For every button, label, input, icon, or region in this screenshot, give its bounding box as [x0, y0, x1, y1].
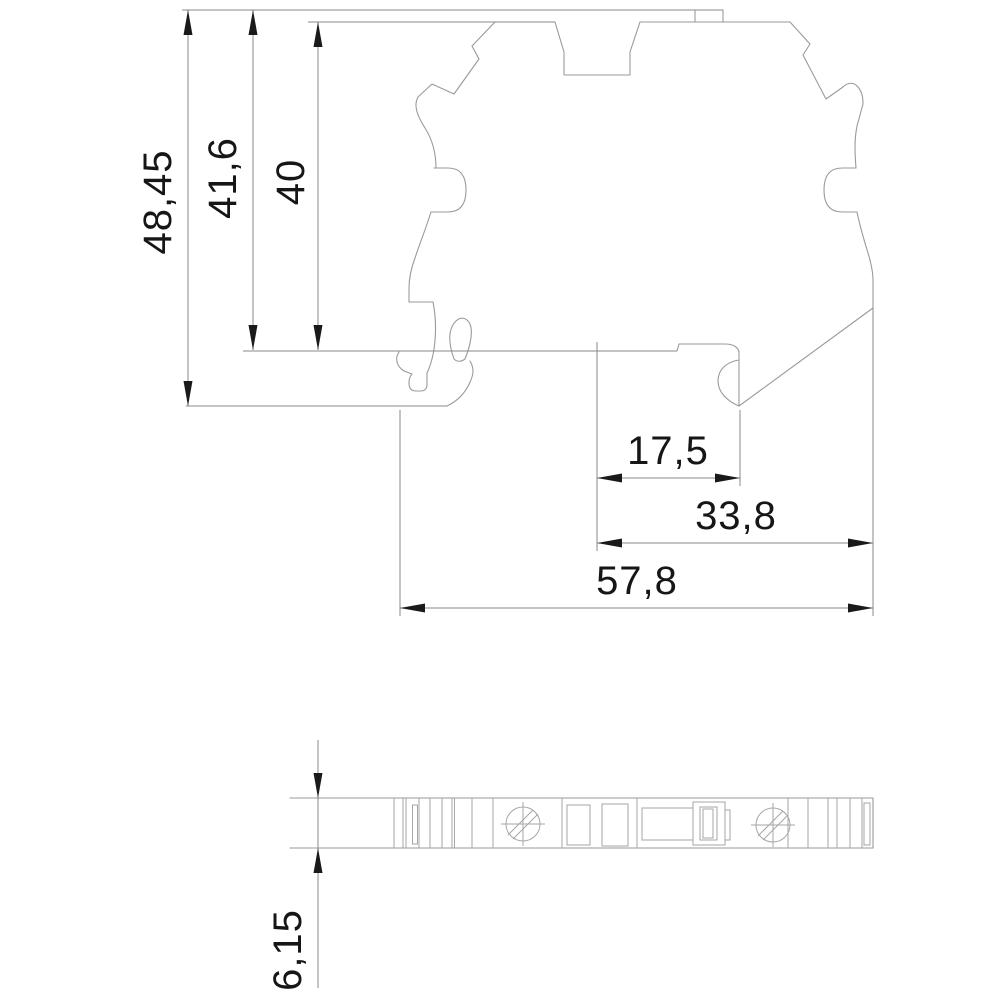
end-cap-slot	[863, 802, 871, 846]
bottom-view	[289, 797, 874, 849]
dim-label-foot-outer-width: 33,8	[695, 494, 777, 538]
dimension-arrow	[715, 473, 740, 483]
dimension-arrow	[848, 603, 873, 613]
cavity-rect	[566, 804, 591, 846]
jumper-holder-inner	[699, 806, 718, 841]
wire-funnel-bump-right	[823, 167, 858, 213]
spring-clip-finger	[449, 317, 472, 362]
wire-funnel-bump-left	[430, 167, 467, 213]
dimension-arrow	[313, 773, 323, 798]
dimension-arrow	[848, 538, 873, 548]
dimension-arrow	[597, 473, 622, 483]
dimension-arrow	[313, 22, 323, 47]
cavity-rect	[412, 804, 418, 845]
side-profile-view	[396, 9, 874, 407]
dimension-arrow	[313, 848, 323, 873]
profile-dimensions: 48,45 41,6 40 17,5 33,8 57,8	[136, 9, 874, 616]
screw-slot	[757, 810, 789, 841]
dim-label-thickness: 6,15	[266, 909, 310, 991]
dim-label-body-height: 40	[269, 159, 313, 206]
dimension-arrow	[183, 10, 193, 35]
profile-right-lower-edge	[856, 211, 874, 309]
screw-crosshair	[501, 802, 545, 846]
din-rail-foot-right	[676, 343, 740, 407]
top-groove-notch	[554, 21, 641, 76]
clamp-cavity-rects	[412, 801, 871, 847]
screw-slot	[507, 809, 539, 840]
din-rail-pocket-right	[717, 359, 740, 407]
dimension-arrow	[313, 325, 323, 350]
strip-outline	[289, 797, 874, 849]
dim-label-overall-depth: 57,8	[596, 559, 678, 603]
thickness-dimension: 6,15	[266, 740, 323, 991]
segment-divider-lines	[393, 798, 863, 848]
dim-label-height-with-tab: 41,6	[201, 137, 245, 219]
dim-label-foot-inner-width: 17,5	[627, 429, 709, 473]
screw-head-icon	[751, 803, 795, 847]
foot-outer-curve-left	[446, 360, 474, 407]
din-rail-hook-left	[396, 351, 428, 392]
dimension-arrow	[248, 325, 258, 350]
dim-label-overall-height: 48,45	[136, 149, 180, 254]
holder-flange	[724, 809, 731, 841]
jumper-holder-slot	[702, 808, 714, 839]
dimension-arrow	[248, 10, 258, 35]
screw-crosshair	[751, 803, 795, 847]
dimension-arrow	[597, 538, 622, 548]
profile-left-zigzag-edge	[415, 21, 496, 169]
profile-right-zigzag-edge	[789, 21, 864, 169]
screw-head-icon	[501, 802, 545, 846]
profile-bottom-diagonal	[738, 307, 874, 407]
jumper-holder-outer	[692, 801, 726, 846]
cavity-rect	[641, 807, 694, 841]
cavity-rect	[601, 803, 629, 847]
top-tab-walls	[694, 9, 724, 23]
dimension-arrow	[400, 603, 425, 613]
dimension-arrow	[183, 381, 193, 406]
profile-left-lower-edge	[408, 211, 436, 374]
